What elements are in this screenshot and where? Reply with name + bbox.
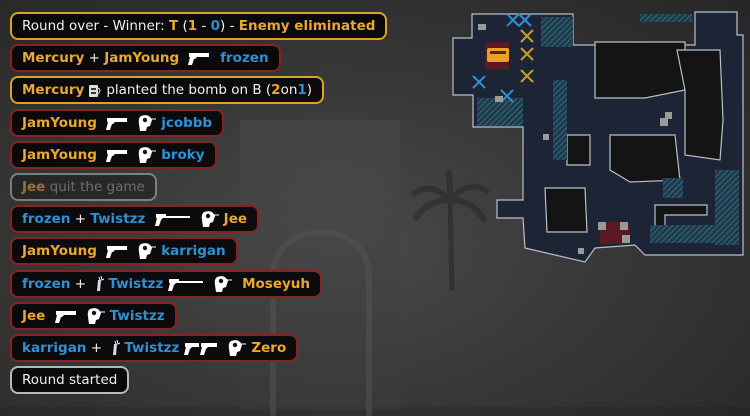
headshot-icon [137, 114, 157, 132]
kill-feed: Round over - Winner: T (1 - 0) - Enemy e… [10, 12, 388, 398]
background-palm [410, 170, 490, 290]
ct-player-name: Twistzz [109, 307, 165, 324]
t-player-name: 1 [187, 18, 198, 34]
feed-text [179, 50, 183, 66]
headshot-icon [86, 307, 106, 325]
feed-text: + [70, 275, 91, 292]
headshot-icon [227, 339, 247, 357]
feed-text: ) [306, 82, 313, 99]
t-player-name: JamYoung [104, 50, 180, 67]
ct-player-name: Twistzz [124, 339, 180, 356]
ct-player-name: Twistzz [108, 275, 164, 292]
ct-player-name: 0 [210, 18, 221, 34]
t-player-name: JamYoung [22, 146, 97, 163]
map-crates [478, 24, 672, 254]
feed-text [97, 147, 101, 163]
feed-entry-kill: frozen + Twistzz Jee [10, 205, 260, 234]
feed-entry-kill: JamYoung jcobbb [10, 108, 225, 137]
t-player-name: Jee [22, 307, 46, 324]
pistol-icon [105, 244, 129, 259]
ct-player-name: 1 [297, 82, 307, 99]
feed-text: ) - [220, 18, 239, 34]
rifle-icon [167, 277, 205, 291]
feed-entry-round-start: Round started [10, 366, 130, 395]
t-player-name: JamYoung [22, 114, 97, 131]
feed-entry-kill: frozen + Twistzz Moseyuh [10, 269, 322, 298]
feed-text: ( [178, 18, 188, 34]
pistol-icon [105, 148, 129, 162]
feed-entry-round-over: Round over - Winner: T (1 - 0) - Enemy e… [10, 12, 388, 40]
bomb-icon [88, 82, 102, 98]
feed-text: quit the game [45, 178, 145, 195]
t-player-name: 2 [271, 82, 281, 99]
ct-player-name: karrigan [22, 339, 87, 356]
flash-assist-icon [110, 339, 121, 356]
feed-text: + [84, 50, 105, 67]
feed-text: planted the bomb on B ( [106, 82, 272, 99]
ct-player-name: jcobbb [161, 114, 213, 131]
t-player-name: Jee [223, 211, 248, 228]
t-player-name: T [168, 18, 179, 34]
ct-player-name: karrigan [161, 243, 226, 260]
feed-entry-kill: Mercury + JamYoung frozen [10, 44, 281, 73]
t-player-name: Zero [251, 339, 287, 356]
radar-minimap [452, 11, 744, 263]
ct-player-name: frozen [215, 50, 269, 67]
planted-bomb-icon [487, 48, 509, 62]
map-hatched-zones [477, 14, 739, 245]
t-player-name: Mercury [22, 50, 85, 67]
feed-entry-kill: JamYoung karrigan [10, 237, 238, 266]
feed-entry-kill: karrigan + Twistzz Zero [10, 333, 299, 362]
feed-text: Round started [22, 372, 118, 389]
dead-t-markers [520, 29, 534, 83]
flash-assist-icon [94, 275, 105, 292]
feed-text: - [197, 18, 211, 34]
pistol-icon [54, 309, 78, 323]
dead-ct-markers [472, 13, 532, 103]
feed-text [45, 308, 49, 324]
pistol-icon [105, 116, 129, 130]
pistol-icon [187, 51, 211, 66]
ct-player-name: frozen [22, 275, 71, 292]
feed-text [145, 211, 149, 227]
background-arch [270, 230, 372, 416]
feed-text: + [70, 211, 91, 228]
t-player-name: Enemy eliminated [238, 18, 376, 34]
feed-entry-kill: Jee Twistzz [10, 301, 177, 330]
map-layout [452, 11, 744, 263]
feed-text [97, 243, 101, 259]
t-player-name: Moseyuh [237, 275, 310, 292]
t-player-name: Mercury [22, 82, 85, 99]
headshot-icon [213, 275, 233, 293]
ct-player-name: frozen [22, 211, 71, 228]
dual-pistols-icon [183, 341, 219, 355]
ct-player-name: Twistzz [90, 211, 146, 228]
feed-entry-disconnect: Jee quit the game [10, 172, 157, 201]
feed-text [97, 115, 101, 131]
headshot-icon [137, 146, 157, 164]
t-player-name: JamYoung [22, 243, 97, 260]
headshot-icon [200, 210, 220, 228]
ct-player-name: broky [161, 146, 205, 163]
feed-text: Round over - Winner: [22, 18, 169, 34]
t-player-name: Jee [22, 178, 46, 195]
feed-text: + [86, 339, 107, 356]
rifle-icon [154, 212, 192, 227]
feed-entry-kill: JamYoung broky [10, 140, 217, 169]
feed-text: on [280, 82, 298, 99]
headshot-icon [137, 242, 157, 260]
